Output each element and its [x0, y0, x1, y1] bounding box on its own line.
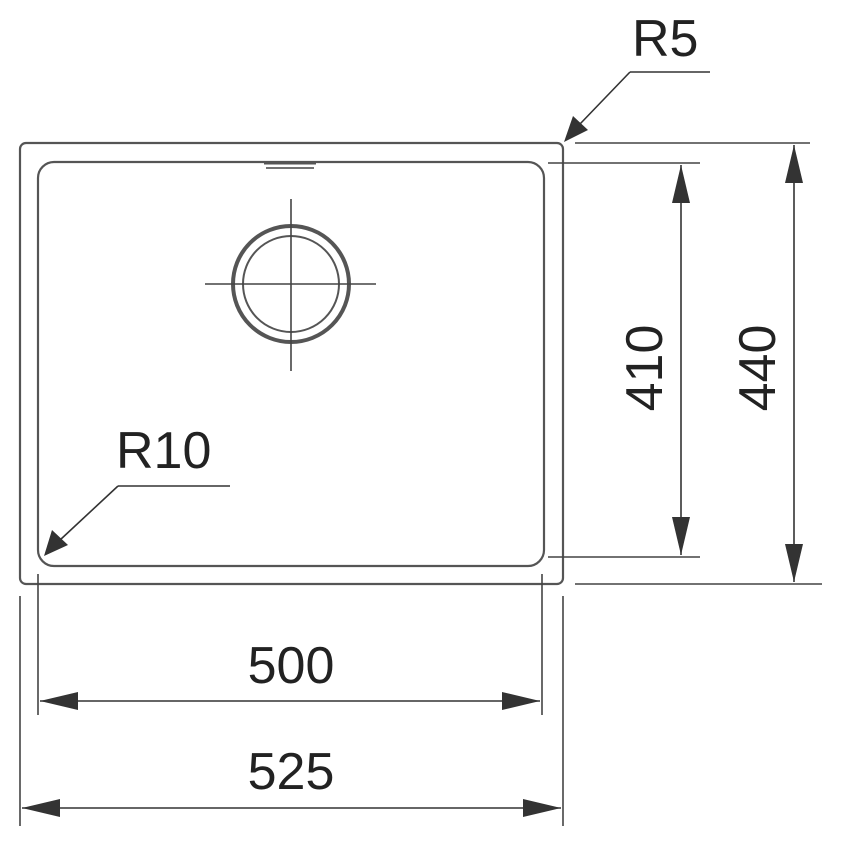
dim-500-arrow-left	[40, 692, 78, 710]
r5-label: R5	[632, 10, 698, 68]
dim-525-arrow-right	[523, 799, 561, 817]
dim-410-arrow-bottom	[672, 517, 690, 555]
outer-rim	[18, 141, 565, 586]
dimension-525: 525	[22, 743, 561, 817]
dim-410-label: 410	[616, 325, 674, 412]
dim-500-arrow-right	[502, 692, 540, 710]
dim-440-arrow-top	[785, 145, 803, 183]
dimension-500: 500	[40, 637, 540, 710]
r5-arrowhead	[564, 116, 588, 142]
dim-440-arrow-bottom	[785, 544, 803, 582]
dimension-410: 410	[616, 165, 690, 555]
dim-500-label: 500	[248, 637, 335, 695]
dim-525-label: 525	[248, 743, 335, 801]
r10-arrowhead	[44, 530, 68, 556]
r10-label: R10	[116, 422, 211, 480]
r5-leader-diagonal	[579, 71, 631, 125]
r5-callout: R5	[564, 10, 710, 142]
r10-leader-diagonal	[59, 485, 119, 541]
dim-525-arrow-left	[22, 799, 60, 817]
r10-callout: R10	[44, 422, 230, 556]
dim-410-arrow-top	[672, 165, 690, 203]
dim-440-label: 440	[729, 325, 787, 412]
dimension-440: 440	[729, 145, 803, 582]
drain	[205, 199, 376, 371]
